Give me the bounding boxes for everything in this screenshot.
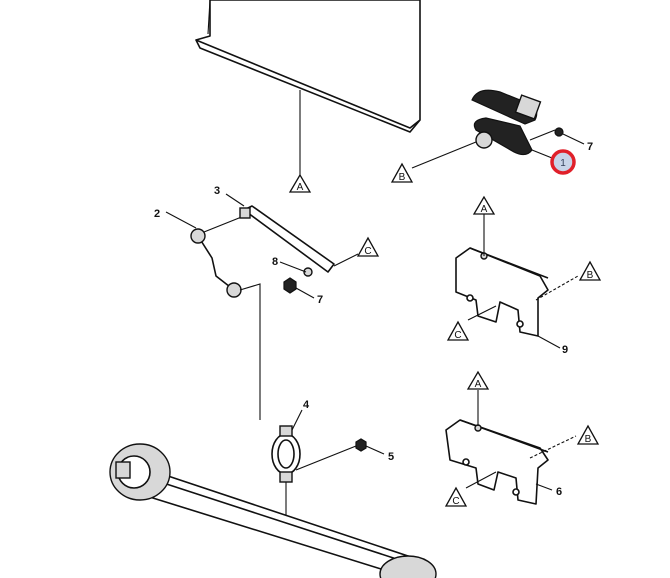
frame-rail bbox=[195, 0, 421, 175]
svg-text:B: B bbox=[585, 434, 592, 445]
callout-2[interactable]: 2 bbox=[154, 208, 160, 220]
callout-8[interactable]: 8 bbox=[272, 256, 278, 268]
callout-5[interactable]: 5 bbox=[388, 451, 394, 463]
svg-text:C: C bbox=[364, 246, 371, 257]
svg-text:A: A bbox=[297, 182, 304, 193]
ref-b-bracket-upper[interactable]: B bbox=[578, 260, 602, 281]
callout-7-arm[interactable]: 7 bbox=[317, 294, 323, 306]
svg-text:A: A bbox=[475, 379, 482, 390]
ref-c-bracket-upper[interactable]: C bbox=[446, 320, 470, 341]
callout-6[interactable]: 6 bbox=[556, 486, 562, 498]
ref-a-rail[interactable]: A bbox=[288, 173, 312, 193]
bracket-lower bbox=[445, 390, 577, 505]
callout-9[interactable]: 9 bbox=[562, 344, 568, 356]
svg-text:B: B bbox=[587, 270, 594, 281]
callout-7-top[interactable]: 7 bbox=[587, 141, 593, 153]
callout-1-highlighted[interactable]: 1 bbox=[550, 149, 576, 175]
callout-3[interactable]: 3 bbox=[214, 185, 220, 197]
bracket-upper bbox=[455, 214, 579, 349]
svg-text:A: A bbox=[481, 204, 488, 215]
svg-text:B: B bbox=[399, 172, 406, 183]
sensor-link bbox=[190, 215, 261, 420]
axle-tube bbox=[109, 443, 437, 578]
svg-text:C: C bbox=[454, 330, 461, 341]
ref-b-sensor[interactable]: B bbox=[390, 162, 414, 183]
sensor-arm bbox=[239, 205, 359, 294]
ref-a-bracket-lower[interactable]: A bbox=[466, 370, 490, 390]
clamp bbox=[271, 409, 385, 520]
ref-c-bracket-lower[interactable]: C bbox=[444, 486, 468, 507]
ref-b-bracket-lower[interactable]: B bbox=[576, 424, 600, 445]
ref-c-arm[interactable]: C bbox=[356, 236, 380, 257]
callout-label: 1 bbox=[560, 158, 566, 169]
callout-4[interactable]: 4 bbox=[303, 399, 310, 411]
svg-text:C: C bbox=[452, 496, 459, 507]
height-sensor bbox=[411, 89, 585, 169]
ref-a-bracket-upper[interactable]: A bbox=[472, 195, 496, 215]
